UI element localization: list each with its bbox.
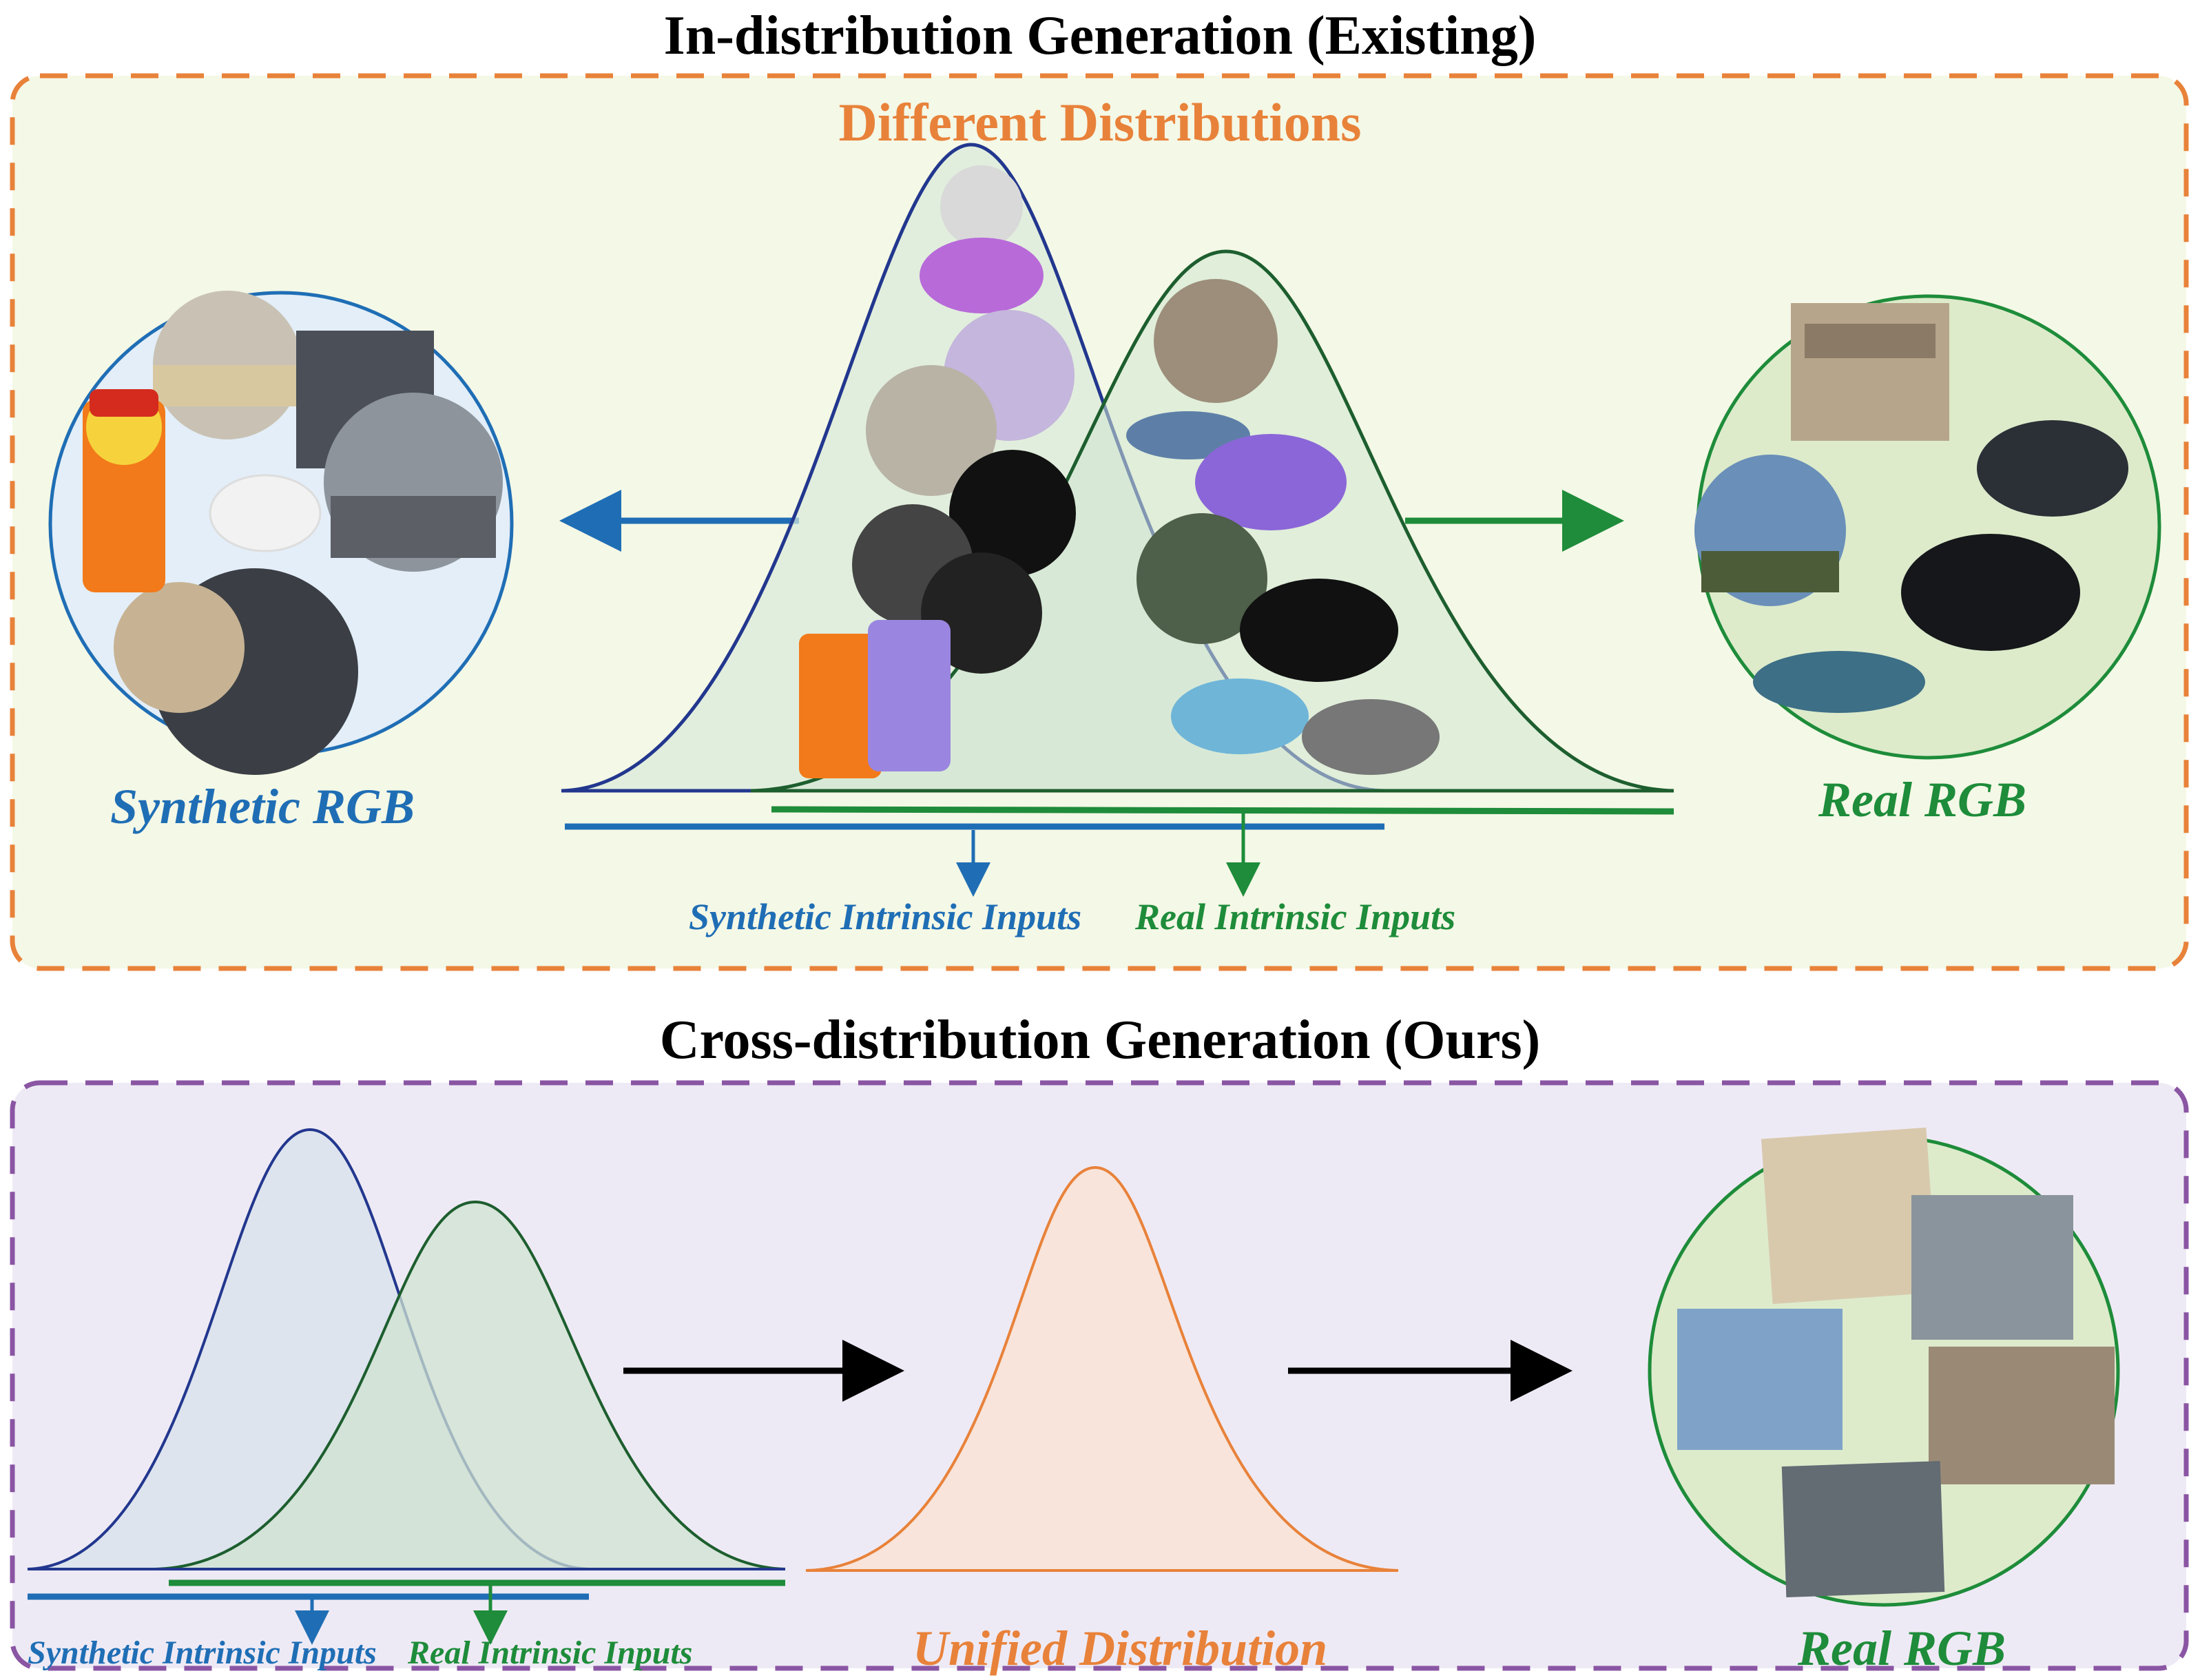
unified-distribution-label: Unified Distribution <box>913 1621 1328 1676</box>
bottom-distributions <box>27 1128 1399 1572</box>
bottom-synthetic-inputs-label: Synthetic Intrinsic Inputs <box>28 1635 377 1671</box>
real-rgb-label: Real RGB <box>1818 772 2027 827</box>
bottom-real-rgb-collage <box>1648 1127 2120 1607</box>
top-baseline-real <box>771 806 1674 815</box>
top-real-inputs-label: Real Intrinsic Inputs <box>1135 896 1456 937</box>
real-rgb-collage <box>1694 294 2161 760</box>
synthetic-rgb-collage <box>48 291 514 775</box>
bottom-real-rgb-label: Real RGB <box>1798 1621 2006 1676</box>
top-synthetic-inputs-label: Synthetic Intrinsic Inputs <box>689 896 1082 937</box>
top-subtitle: Different Distributions <box>838 92 1362 152</box>
bottom-real-inputs-label: Real Intrinsic Inputs <box>408 1635 693 1671</box>
top-distributions <box>561 143 1674 793</box>
bottom-title: Cross-distribution Generation (Ours) <box>659 1010 1541 1070</box>
synthetic-rgb-label: Synthetic RGB <box>110 779 415 834</box>
top-title: In-distribution Generation (Existing) <box>663 6 1537 66</box>
